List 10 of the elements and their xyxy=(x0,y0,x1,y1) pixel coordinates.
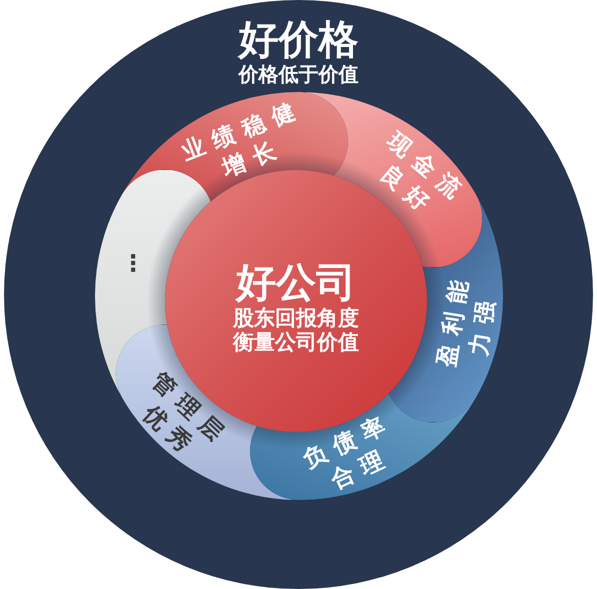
segment-label: 管理层优秀 xyxy=(137,366,236,465)
segment-label: 现金流良好 xyxy=(374,126,473,224)
segment-label: 盈利能力强 xyxy=(432,268,503,370)
segment-label: 负债率合理 xyxy=(298,408,399,496)
segment-label: 业绩稳健增长 xyxy=(178,94,308,184)
center-title: 好公司 xyxy=(236,260,356,306)
circle-title: 好价格 xyxy=(238,18,358,62)
circle-subtitle: 价格低于价值 xyxy=(238,62,358,86)
segment-label: ⋮ xyxy=(120,250,155,279)
center-text: 股东回报角度衡量公司价值 xyxy=(232,306,360,354)
